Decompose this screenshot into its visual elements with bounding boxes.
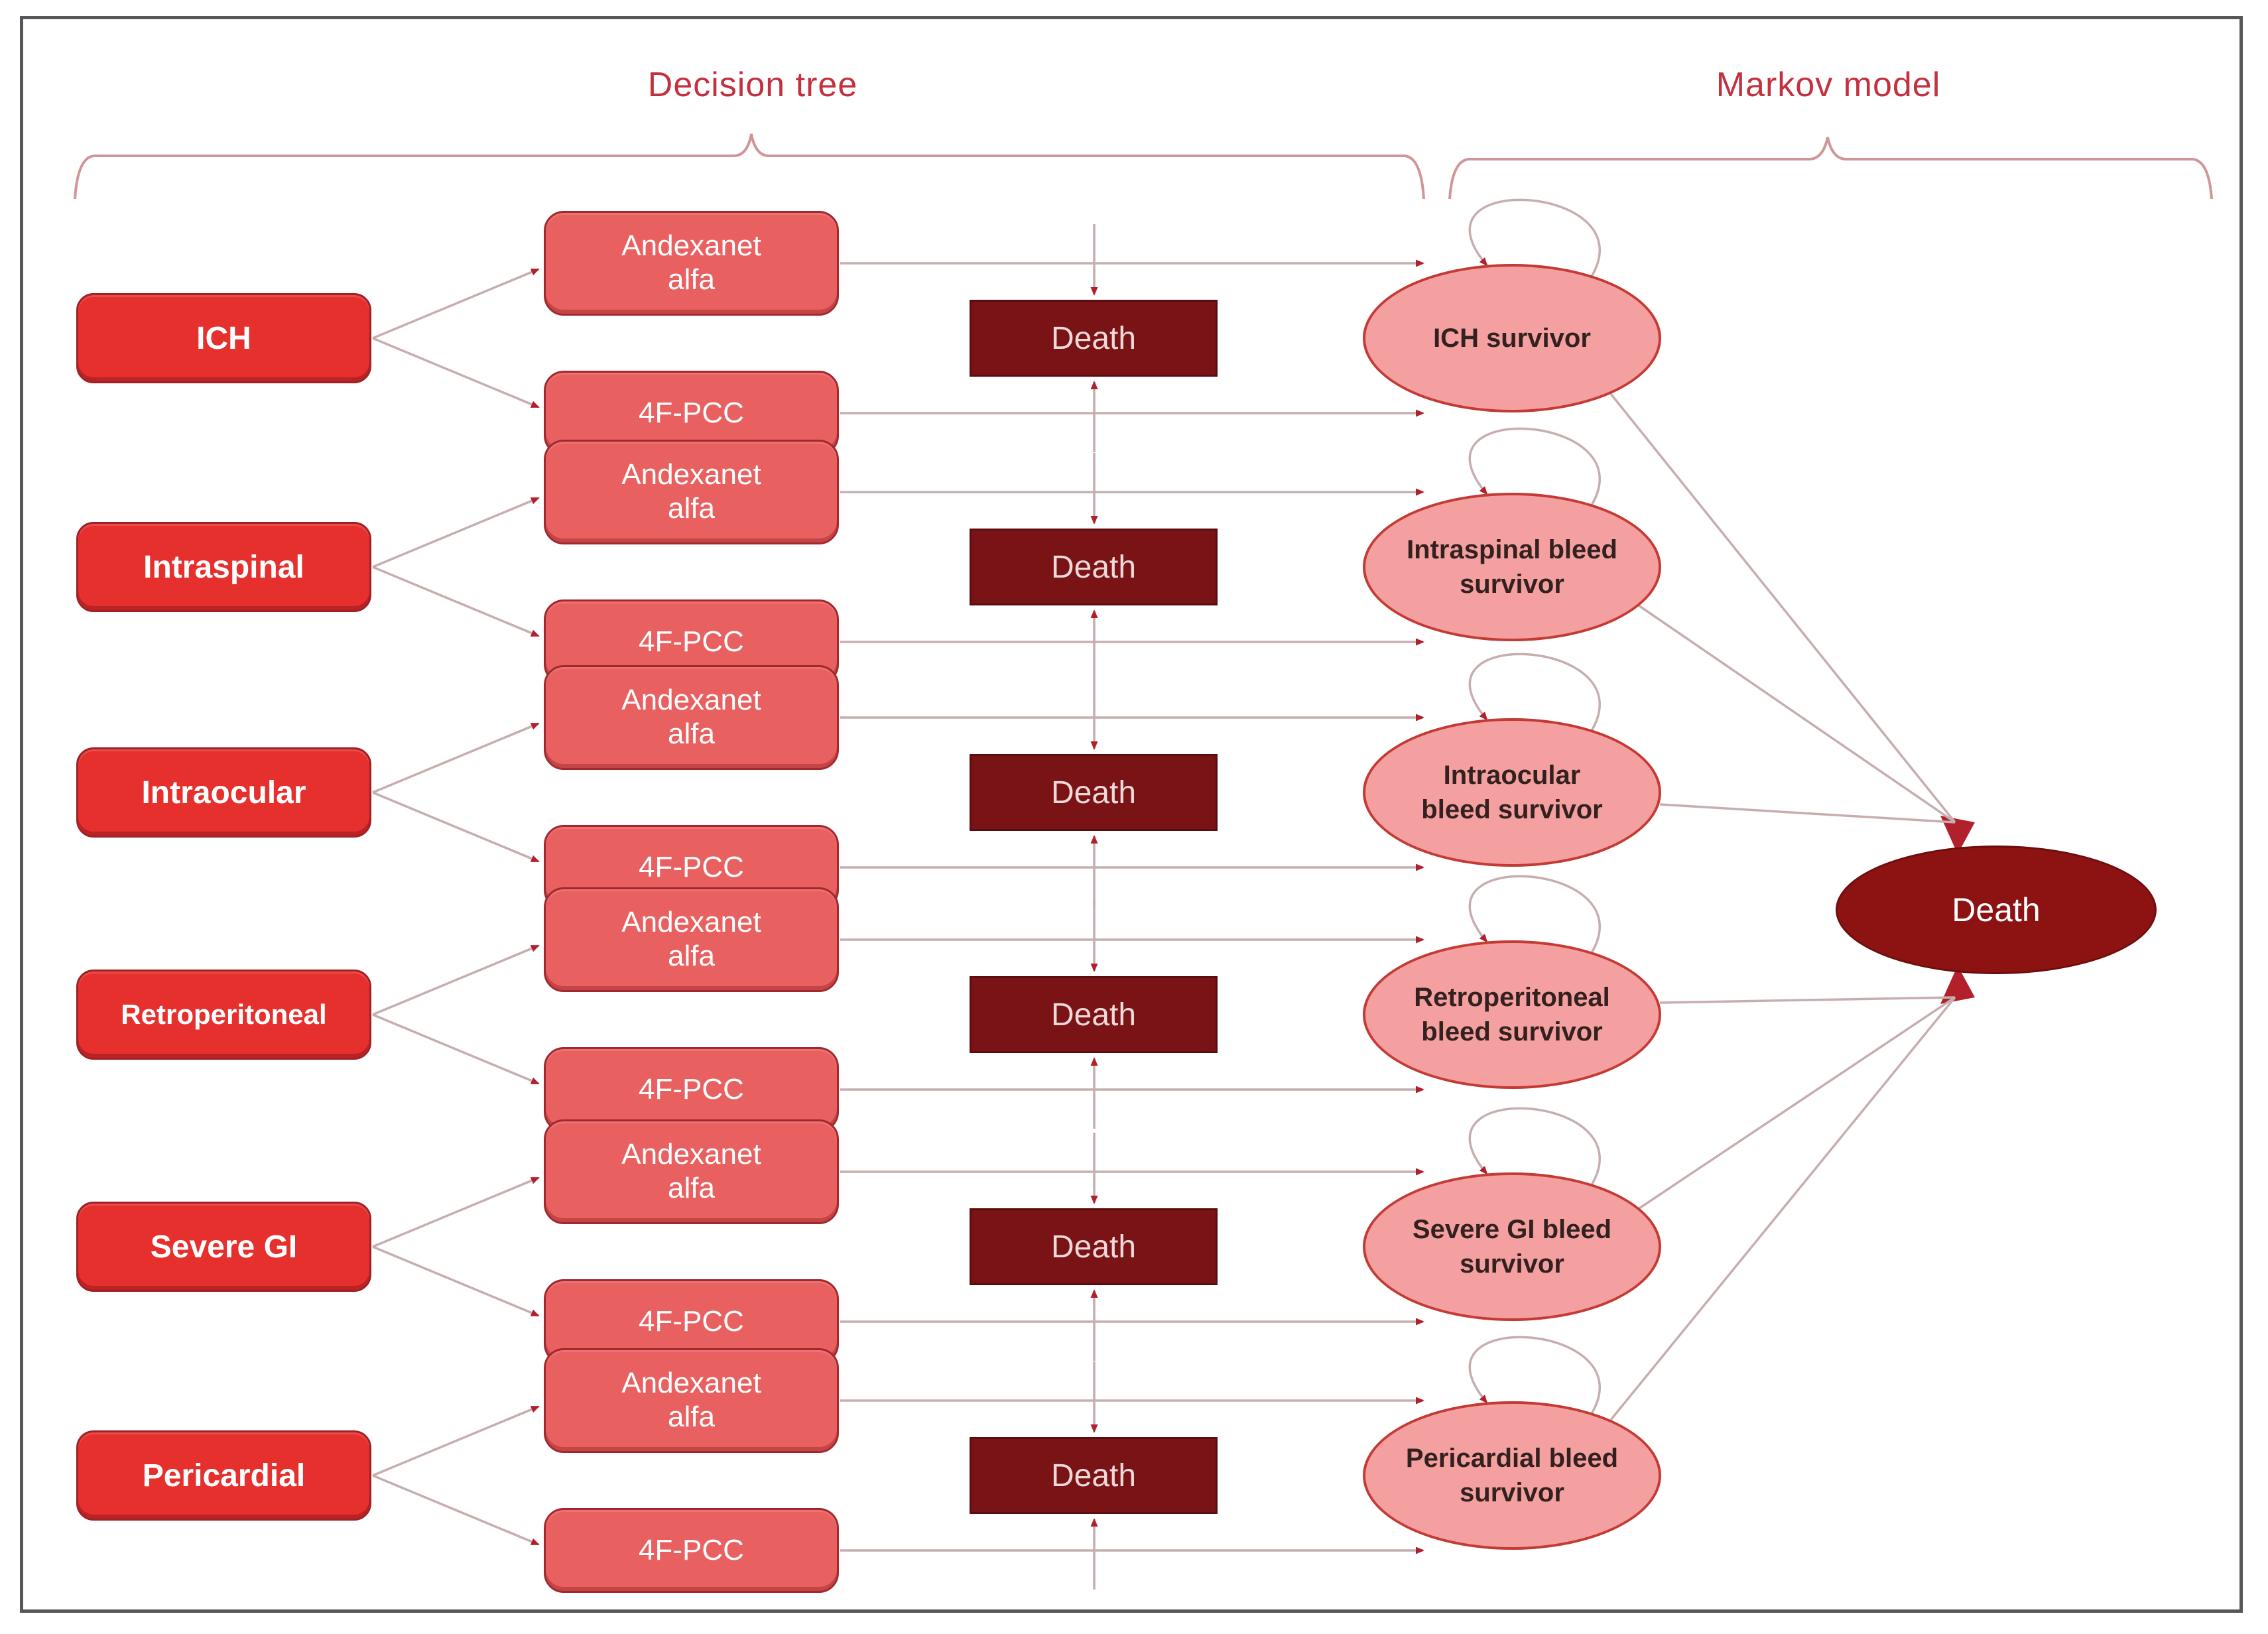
treatment-box-andexanet: Andexanet alfa: [544, 665, 839, 770]
category-box: Pericardial: [76, 1430, 371, 1521]
category-label: Severe GI: [150, 1229, 298, 1265]
survivor-label-line2: survivor: [1460, 1478, 1564, 1507]
treatment-box-andexanet: Andexanet alfa: [544, 1119, 839, 1224]
survivor-ellipse: Pericardial bleed survivor: [1363, 1401, 1661, 1550]
death-box-label: Death: [1050, 320, 1137, 356]
figure-border: [20, 16, 2243, 1613]
treatment-label: 4F-PCC: [639, 1072, 744, 1105]
survivor-label-line1: Intraocular: [1443, 761, 1581, 790]
connector-line: [1659, 996, 1956, 1004]
category-label: Intraspinal: [143, 549, 304, 585]
survivor-label-line2: survivor: [1460, 570, 1564, 599]
death-state-label: Death: [1952, 891, 2041, 928]
death-state-top-arrowhead: [1940, 816, 1975, 854]
section-label-decision-tree: Decision tree: [647, 66, 858, 104]
survivor-label-line1: ICH survivor: [1433, 324, 1591, 353]
category-label: Retroperitoneal: [121, 999, 327, 1030]
category-box: Intraspinal: [76, 522, 371, 612]
death-box-label: Death: [1050, 997, 1137, 1033]
connector-line: [372, 791, 540, 863]
death-box: Death: [970, 976, 1218, 1053]
connector-line: [1468, 1107, 1602, 1188]
treatment-label: Andexanet alfa: [621, 1138, 761, 1204]
treatment-box-4fpcc: 4F-PCC: [544, 1047, 839, 1132]
treatment-label: Andexanet alfa: [621, 684, 761, 750]
section-label-markov-model: Markov model: [1716, 66, 1941, 104]
death-state-bottom-arrowhead: [1940, 966, 1975, 1004]
connector-line: [372, 1405, 540, 1477]
category-box: Severe GI: [76, 1202, 371, 1292]
connector-line: [1468, 427, 1602, 508]
markov-model-brace: [1448, 137, 2213, 200]
treatment-label: 4F-PCC: [639, 625, 744, 658]
connector-line: [372, 1176, 540, 1248]
category-box: Intraocular: [76, 747, 371, 838]
treatment-box-andexanet: Andexanet alfa: [544, 211, 839, 316]
survivor-ellipse: ICH survivor: [1363, 264, 1661, 412]
category-label: Intraocular: [141, 775, 306, 810]
connector-line: [372, 566, 540, 637]
connector-line: [1468, 875, 1602, 956]
connector-line: [372, 268, 540, 340]
connector-line: [1468, 1336, 1602, 1416]
category-box: Retroperitoneal: [76, 970, 371, 1060]
connector-line: [372, 337, 540, 408]
survivor-label-line2: survivor: [1460, 1249, 1564, 1279]
connector-line: [1609, 996, 1956, 1421]
connector-line: [1638, 604, 1956, 824]
death-box: Death: [970, 1437, 1218, 1514]
survivor-label-line2: bleed survivor: [1421, 1017, 1603, 1046]
connector-line: [1468, 198, 1602, 279]
treatment-box-andexanet: Andexanet alfa: [544, 440, 839, 544]
treatment-label: Andexanet alfa: [621, 229, 761, 296]
connector-line: [372, 1474, 540, 1546]
survivor-ellipse: Retroperitoneal bleed survivor: [1363, 940, 1661, 1089]
category-label: ICH: [196, 320, 251, 356]
category-box: ICH: [76, 293, 371, 383]
death-box-label: Death: [1050, 549, 1137, 585]
connector-line: [1639, 996, 1956, 1210]
survivor-label-line2: bleed survivor: [1421, 795, 1603, 824]
death-box: Death: [970, 300, 1218, 377]
treatment-label: 4F-PCC: [639, 1533, 744, 1566]
connector-line: [372, 497, 540, 568]
death-state-ellipse: Death: [1836, 846, 2157, 974]
survivor-ellipse: Intraspinal bleed survivor: [1363, 493, 1661, 641]
treatment-box-andexanet: Andexanet alfa: [544, 1348, 839, 1453]
connector-line: [372, 1245, 540, 1317]
connector-line: [372, 944, 540, 1016]
treatment-label: 4F-PCC: [639, 850, 744, 883]
connector-line: [372, 722, 540, 794]
death-box-label: Death: [1050, 775, 1137, 810]
connector-line: [1609, 393, 1956, 824]
survivor-label-line1: Severe GI bleed: [1412, 1215, 1612, 1244]
treatment-label: Andexanet alfa: [621, 458, 761, 525]
treatment-label: Andexanet alfa: [621, 1367, 761, 1433]
survivor-label-line1: Pericardial bleed: [1405, 1444, 1619, 1473]
death-box-label: Death: [1050, 1229, 1137, 1265]
death-box: Death: [970, 529, 1218, 605]
connector-line: [1468, 653, 1602, 733]
treatment-label: 4F-PCC: [639, 1304, 744, 1338]
survivor-label-line1: Retroperitoneal: [1414, 983, 1610, 1012]
category-label: Pericardial: [142, 1458, 306, 1493]
treatment-box-andexanet: Andexanet alfa: [544, 887, 839, 992]
survivor-label-line1: Intraspinal bleed: [1407, 535, 1617, 564]
survivor-ellipse: Intraocular bleed survivor: [1363, 718, 1661, 867]
decision-tree-brace: [74, 133, 1425, 200]
treatment-label: 4F-PCC: [639, 396, 744, 429]
death-box: Death: [970, 1208, 1218, 1285]
treatment-label: Andexanet alfa: [621, 906, 761, 972]
connector-line: [1659, 803, 1956, 824]
death-box-label: Death: [1050, 1458, 1137, 1493]
connector-line: [372, 1013, 540, 1085]
survivor-ellipse: Severe GI bleed survivor: [1363, 1172, 1661, 1321]
death-box: Death: [970, 754, 1218, 831]
treatment-box-4fpcc: 4F-PCC: [544, 1508, 839, 1593]
